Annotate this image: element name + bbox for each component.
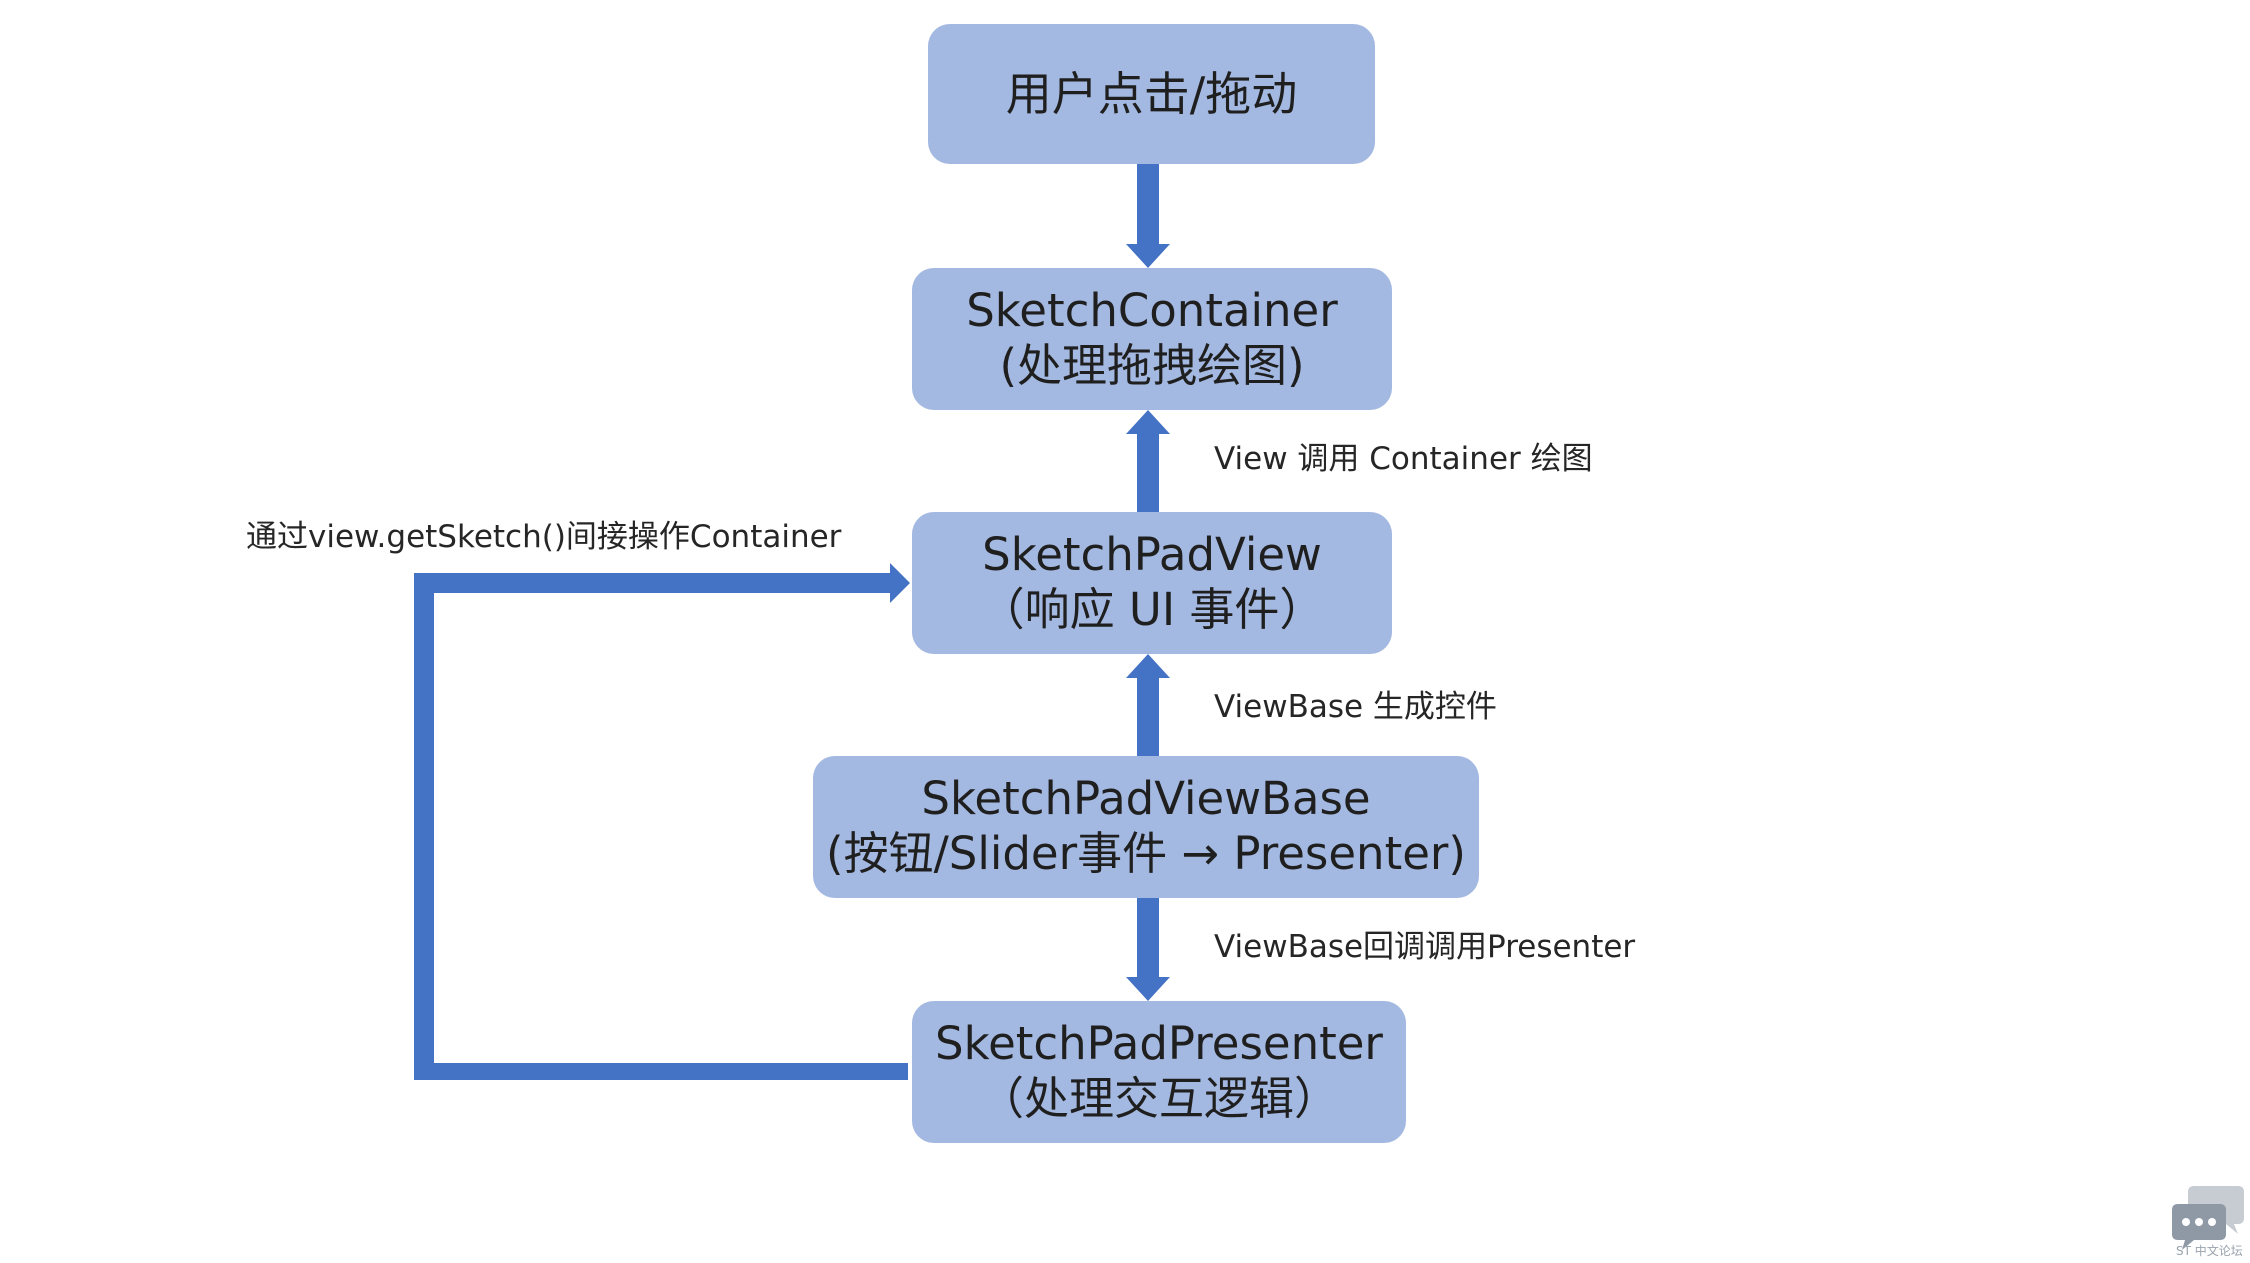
arrow-view-to-container (1126, 410, 1170, 513)
node-sketch-pad-presenter-subtitle: （处理交互逻辑） (978, 1072, 1339, 1125)
node-sketch-pad-view-title: SketchPadView (982, 528, 1322, 582)
node-sketch-pad-view: SketchPadView （响应 UI 事件） (912, 512, 1392, 654)
arrow-viewbase-to-view (1126, 654, 1170, 757)
node-user-action: 用户点击/拖动 (928, 24, 1375, 164)
arrow-user-to-container (1126, 164, 1170, 268)
node-sketch-pad-view-base: SketchPadViewBase (按钮/Slider事件 → Present… (813, 756, 1479, 898)
edge-label-presenter-to-view: 通过view.getSketch()间接操作Container (246, 519, 842, 555)
node-sketch-pad-view-subtitle: （响应 UI 事件） (979, 583, 1325, 636)
node-sketch-pad-view-base-title: SketchPadViewBase (921, 772, 1371, 826)
forum-logo-text: ST 中文论坛 (2176, 1244, 2243, 1258)
edge-label-viewbase-to-view: ViewBase 生成控件 (1214, 689, 1497, 725)
arrow-viewbase-to-presenter (1126, 898, 1170, 1001)
forum-logo-icon (2172, 1186, 2244, 1250)
node-sketch-container-title: SketchContainer (966, 284, 1338, 338)
edge-label-viewbase-to-presenter: ViewBase回调调用Presenter (1214, 929, 1636, 965)
node-sketch-pad-presenter-title: SketchPadPresenter (935, 1017, 1383, 1071)
node-user-action-label: 用户点击/拖动 (1005, 66, 1298, 121)
arrow-presenter-to-view (414, 563, 910, 1080)
node-sketch-pad-view-base-subtitle: (按钮/Slider事件 → Presenter) (826, 827, 1466, 880)
node-sketch-container: SketchContainer (处理拖拽绘图) (912, 268, 1392, 410)
edge-label-view-to-container: View 调用 Container 绘图 (1214, 441, 1593, 477)
node-sketch-container-subtitle: (处理拖拽绘图) (999, 339, 1305, 392)
node-sketch-pad-presenter: SketchPadPresenter （处理交互逻辑） (912, 1001, 1406, 1143)
